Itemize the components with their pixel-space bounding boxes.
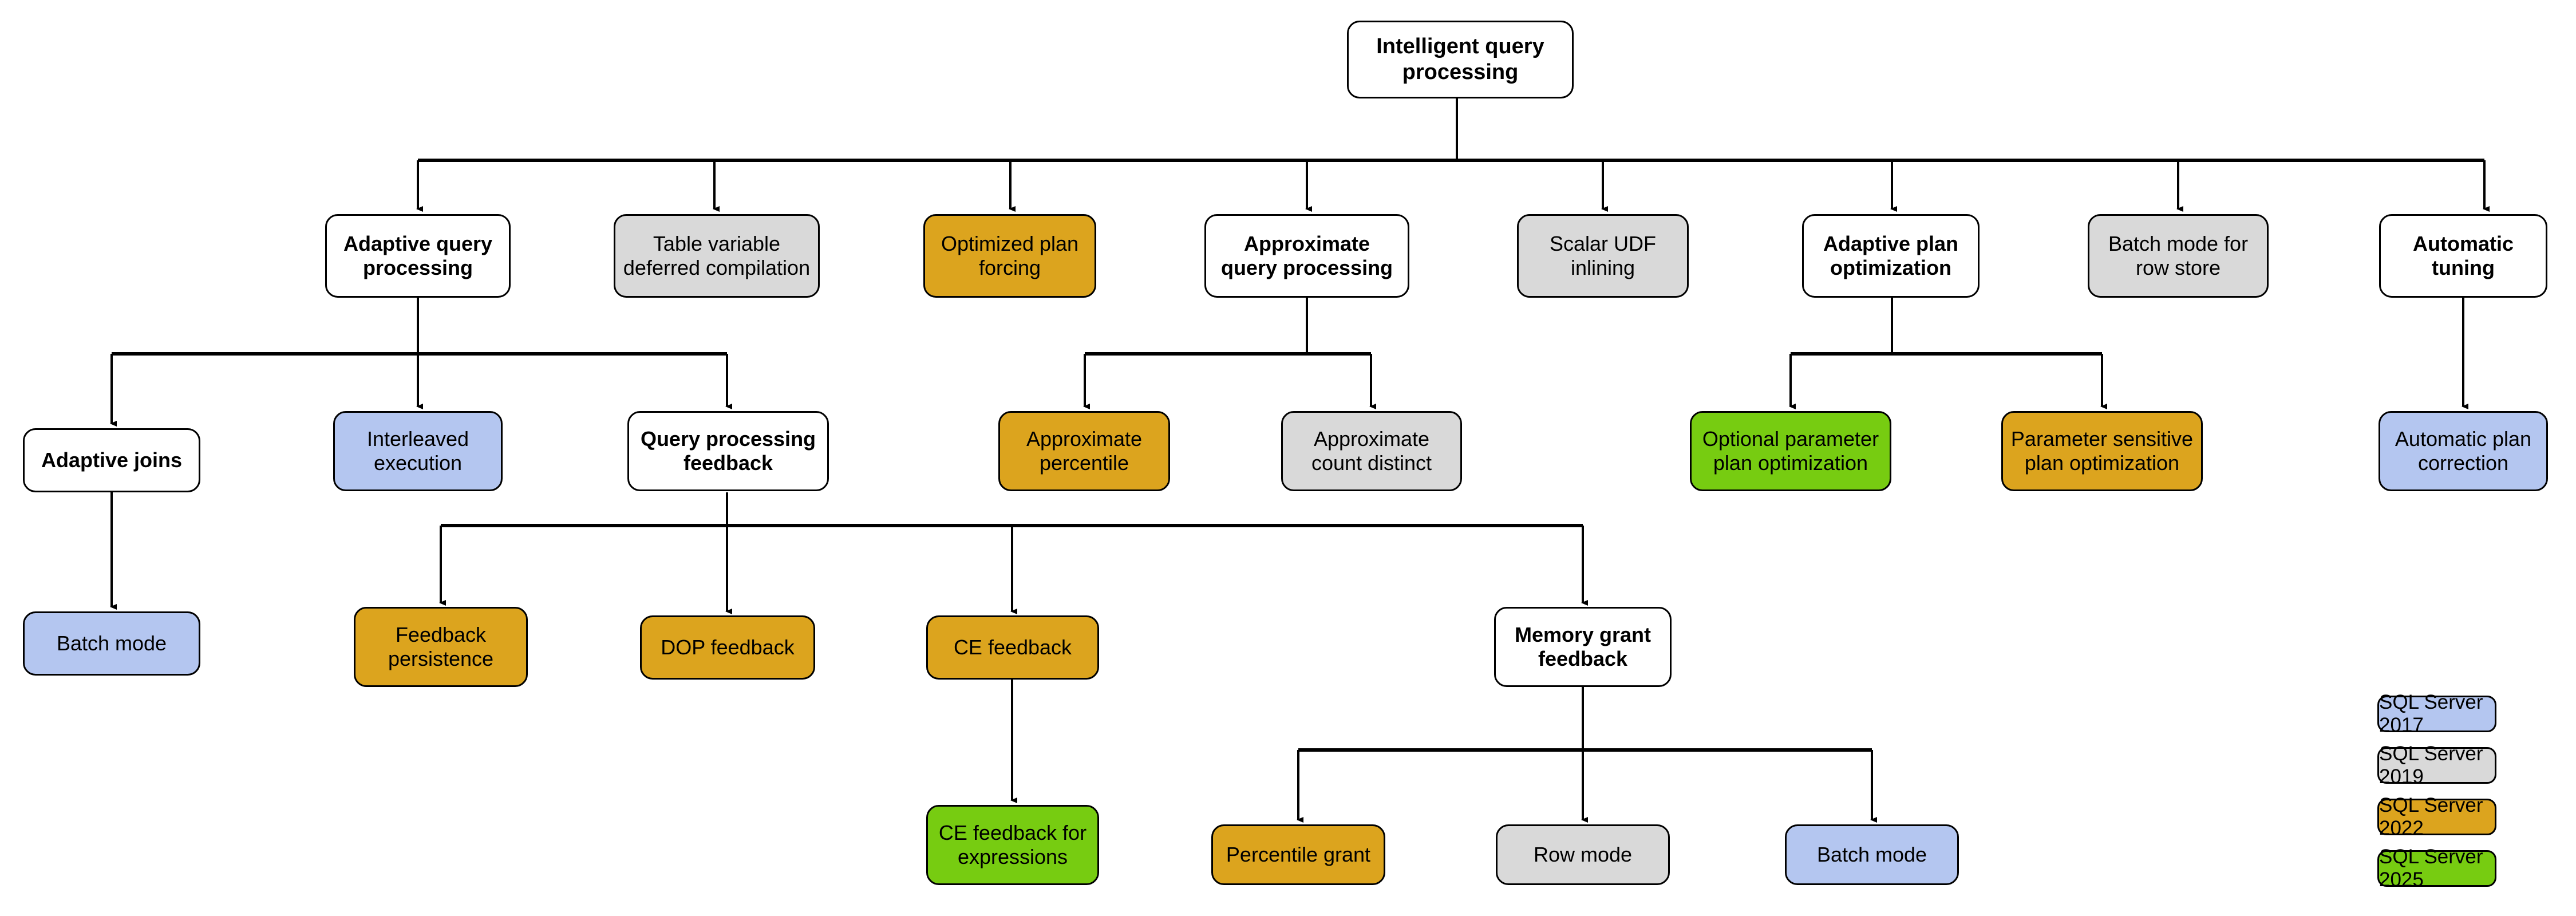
node-approximate-query-processing[interactable]: Approximate query processing <box>1204 214 1409 298</box>
node-label: DOP feedback <box>661 635 795 659</box>
node-label: Adaptive query processing <box>343 231 493 279</box>
node-batch-mode-adaptive-joins[interactable]: Batch mode <box>23 611 200 676</box>
node-optimized-plan-forcing[interactable]: Optimized plan forcing <box>923 214 1096 298</box>
node-adaptive-query-processing[interactable]: Adaptive query processing <box>325 214 511 298</box>
node-label: Automatic plan correction <box>2395 427 2532 475</box>
node-row-mode[interactable]: Row mode <box>1496 824 1670 885</box>
node-ce-feedback-for-expressions[interactable]: CE feedback for expressions <box>926 805 1099 885</box>
node-memory-grant-feedback[interactable]: Memory grant feedback <box>1494 607 1672 687</box>
node-automatic-plan-correction[interactable]: Automatic plan correction <box>2379 411 2548 491</box>
node-label: Adaptive plan optimization <box>1823 231 1959 279</box>
node-intelligent-query-processing[interactable]: Intelligent query processing <box>1347 21 1574 98</box>
node-interleaved-execution[interactable]: Interleaved execution <box>333 411 503 491</box>
legend-label: SQL Server 2022 <box>2379 794 2483 839</box>
node-query-processing-feedback[interactable]: Query processing feedback <box>627 411 829 491</box>
node-label: Batch mode <box>1816 842 1927 866</box>
node-label: CE feedback <box>953 635 1072 659</box>
node-label: Optimized plan forcing <box>941 231 1079 279</box>
legend-item-sql-server-2019[interactable]: SQL Server 2019 <box>2377 743 2496 788</box>
node-batch-mode-for-row-store[interactable]: Batch mode for row store <box>2088 214 2269 298</box>
legend-label: SQL Server 2017 <box>2379 691 2483 736</box>
node-label: Intelligent query processing <box>1376 34 1544 84</box>
node-label: Batch mode <box>56 631 167 655</box>
node-label: Parameter sensitive plan optimization <box>2010 427 2194 475</box>
node-approximate-percentile[interactable]: Approximate percentile <box>998 411 1170 491</box>
node-label: Batch mode for row store <box>2108 231 2249 279</box>
node-label: Approximate query processing <box>1220 231 1393 279</box>
node-label: Query processing feedback <box>640 427 816 475</box>
node-parameter-sensitive-plan-optimization[interactable]: Parameter sensitive plan optimization <box>2001 411 2203 491</box>
legend-item-sql-server-2025[interactable]: SQL Server 2025 <box>2377 846 2496 891</box>
node-scalar-udf-inlining[interactable]: Scalar UDF inlining <box>1517 214 1689 298</box>
legend-item-sql-server-2017[interactable]: SQL Server 2017 <box>2377 691 2496 736</box>
node-label: Automatic tuning <box>2412 231 2514 279</box>
node-label: Memory grant feedback <box>1514 622 1652 670</box>
node-label: Scalar UDF inlining <box>1549 231 1657 279</box>
node-label: Row mode <box>1533 842 1633 866</box>
legend-item-sql-server-2022[interactable]: SQL Server 2022 <box>2377 794 2496 839</box>
node-feedback-persistence[interactable]: Feedback persistence <box>354 607 528 687</box>
node-ce-feedback[interactable]: CE feedback <box>926 615 1099 680</box>
node-label: CE feedback for expressions <box>938 820 1087 868</box>
node-label: Adaptive joins <box>41 448 183 472</box>
node-label: Feedback persistence <box>388 622 494 670</box>
node-optional-parameter-plan-optimization[interactable]: Optional parameter plan optimization <box>1690 411 1891 491</box>
node-percentile-grant[interactable]: Percentile grant <box>1211 824 1385 885</box>
node-label: Approximate percentile <box>1026 427 1143 475</box>
legend-label: SQL Server 2019 <box>2379 743 2483 788</box>
node-label: Table variable deferred compilation <box>623 231 811 279</box>
node-label: Approximate count distinct <box>1311 427 1432 475</box>
node-label: Percentile grant <box>1226 842 1371 866</box>
node-dop-feedback[interactable]: DOP feedback <box>640 615 815 680</box>
node-label: Interleaved execution <box>366 427 469 475</box>
node-adaptive-plan-optimization[interactable]: Adaptive plan optimization <box>1802 214 1980 298</box>
node-adaptive-joins[interactable]: Adaptive joins <box>23 428 200 492</box>
node-automatic-tuning[interactable]: Automatic tuning <box>2379 214 2547 298</box>
legend-label: SQL Server 2025 <box>2379 846 2483 891</box>
node-label: Optional parameter plan optimization <box>1702 427 1879 475</box>
node-batch-mode-memory-grant[interactable]: Batch mode <box>1785 824 1959 885</box>
node-approximate-count-distinct[interactable]: Approximate count distinct <box>1281 411 1462 491</box>
node-table-variable-deferred-compilation[interactable]: Table variable deferred compilation <box>614 214 820 298</box>
